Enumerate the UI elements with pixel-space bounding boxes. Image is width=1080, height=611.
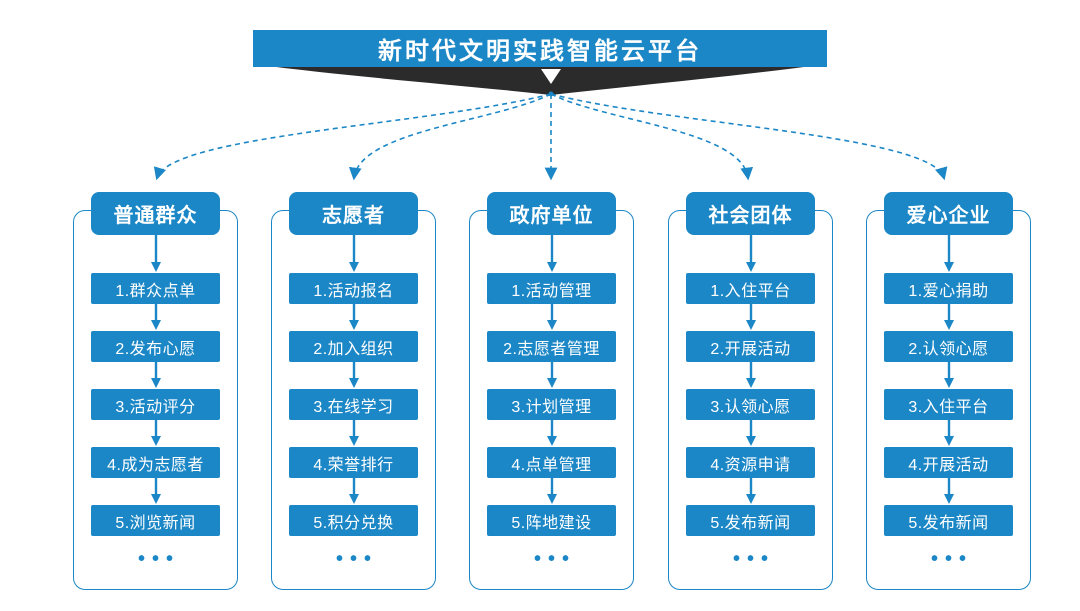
down-arrow-icon [150, 362, 161, 388]
flow-step: 5.浏览新闻 [91, 505, 220, 536]
column-header: 普通群众 [91, 192, 220, 235]
column-header: 社会团体 [686, 192, 815, 235]
role-column-5: 爱心企业 1.爱心捐助 2.认领心愿 3.入住平台 4.开展活动 5.发布新闻 ••• [866, 192, 1031, 590]
ellipsis-more: ••• [137, 548, 180, 570]
ellipsis-more: ••• [930, 548, 973, 570]
down-arrow-icon [546, 420, 557, 446]
flow-step: 1.活动管理 [487, 273, 616, 304]
flow-step: 2.加入组织 [289, 331, 418, 362]
flow-step: 5.阵地建设 [487, 505, 616, 536]
down-arrow-icon [150, 304, 161, 330]
flow-step: 3.在线学习 [289, 389, 418, 420]
connector-to-column-2 [348, 93, 552, 181]
connector-to-column-5 [550, 93, 948, 181]
flow-step: 3.入住平台 [884, 389, 1013, 420]
down-arrow-icon [745, 478, 756, 504]
platform-title: 新时代文明实践智能云平台 [378, 38, 702, 65]
down-arrow-icon [348, 304, 359, 330]
flow-step: 2.认领心愿 [884, 331, 1013, 362]
role-column-4: 社会团体 1.入住平台 2.开展活动 3.认领心愿 4.资源申请 5.发布新闻 ••• [668, 192, 833, 590]
role-column-1: 普通群众 1.群众点单 2.发布心愿 3.活动评分 4.成为志愿者 5.浏览新闻 ••• [73, 192, 238, 590]
flow-step: 2.发布心愿 [91, 331, 220, 362]
connector-to-column-1 [153, 93, 552, 181]
down-arrow-icon [546, 235, 557, 272]
flow-step: 3.认领心愿 [686, 389, 815, 420]
down-arrow-icon [745, 235, 756, 272]
flow-step: 4.点单管理 [487, 447, 616, 478]
flow-step: 5.积分兑换 [289, 505, 418, 536]
flow-step: 1.入住平台 [686, 273, 815, 304]
down-arrow-icon [348, 420, 359, 446]
flow-step: 5.发布新闻 [686, 505, 815, 536]
connector-to-column-4 [550, 93, 754, 181]
down-arrow-icon [546, 362, 557, 388]
flow-step: 4.荣誉排行 [289, 447, 418, 478]
flow-step: 1.爱心捐助 [884, 273, 1013, 304]
flow-step: 1.活动报名 [289, 273, 418, 304]
ellipsis-more: ••• [533, 548, 576, 570]
flow-step: 4.资源申请 [686, 447, 815, 478]
column-header: 爱心企业 [884, 192, 1013, 235]
role-column-2: 志愿者 1.活动报名 2.加入组织 3.在线学习 4.荣誉排行 5.积分兑换 ••• [271, 192, 436, 590]
flow-step: 4.成为志愿者 [91, 447, 220, 478]
down-arrow-icon [348, 362, 359, 388]
down-arrow-icon [150, 478, 161, 504]
down-arrow-icon [745, 420, 756, 446]
banner-down-chevron-icon [541, 69, 561, 84]
flow-step: 2.志愿者管理 [487, 331, 616, 362]
role-column-3: 政府单位 1.活动管理 2.志愿者管理 3.计划管理 4.点单管理 5.阵地建设 ••• [469, 192, 634, 590]
down-arrow-icon [150, 420, 161, 446]
flow-step: 3.计划管理 [487, 389, 616, 420]
down-arrow-icon [943, 235, 954, 272]
ellipsis-more: ••• [732, 548, 775, 570]
column-header: 志愿者 [289, 192, 418, 235]
down-arrow-icon [943, 420, 954, 446]
column-header: 政府单位 [487, 192, 616, 235]
down-arrow-icon [348, 235, 359, 272]
down-arrow-icon [745, 304, 756, 330]
down-arrow-icon [546, 478, 557, 504]
platform-title-banner: 新时代文明实践智能云平台 [253, 30, 827, 67]
down-arrow-icon [348, 478, 359, 504]
down-arrow-icon [943, 478, 954, 504]
down-arrow-icon [546, 304, 557, 330]
down-arrow-icon [745, 362, 756, 388]
flow-step: 1.群众点单 [91, 273, 220, 304]
flow-step: 5.发布新闻 [884, 505, 1013, 536]
down-arrow-icon [150, 235, 161, 272]
ellipsis-more: ••• [335, 548, 378, 570]
down-arrow-icon [943, 362, 954, 388]
flow-step: 3.活动评分 [91, 389, 220, 420]
fan-origin-dot [548, 91, 554, 97]
flow-step: 4.开展活动 [884, 447, 1013, 478]
flow-step: 2.开展活动 [686, 331, 815, 362]
down-arrow-icon [943, 304, 954, 330]
banner-ribbon-shape [253, 64, 827, 95]
